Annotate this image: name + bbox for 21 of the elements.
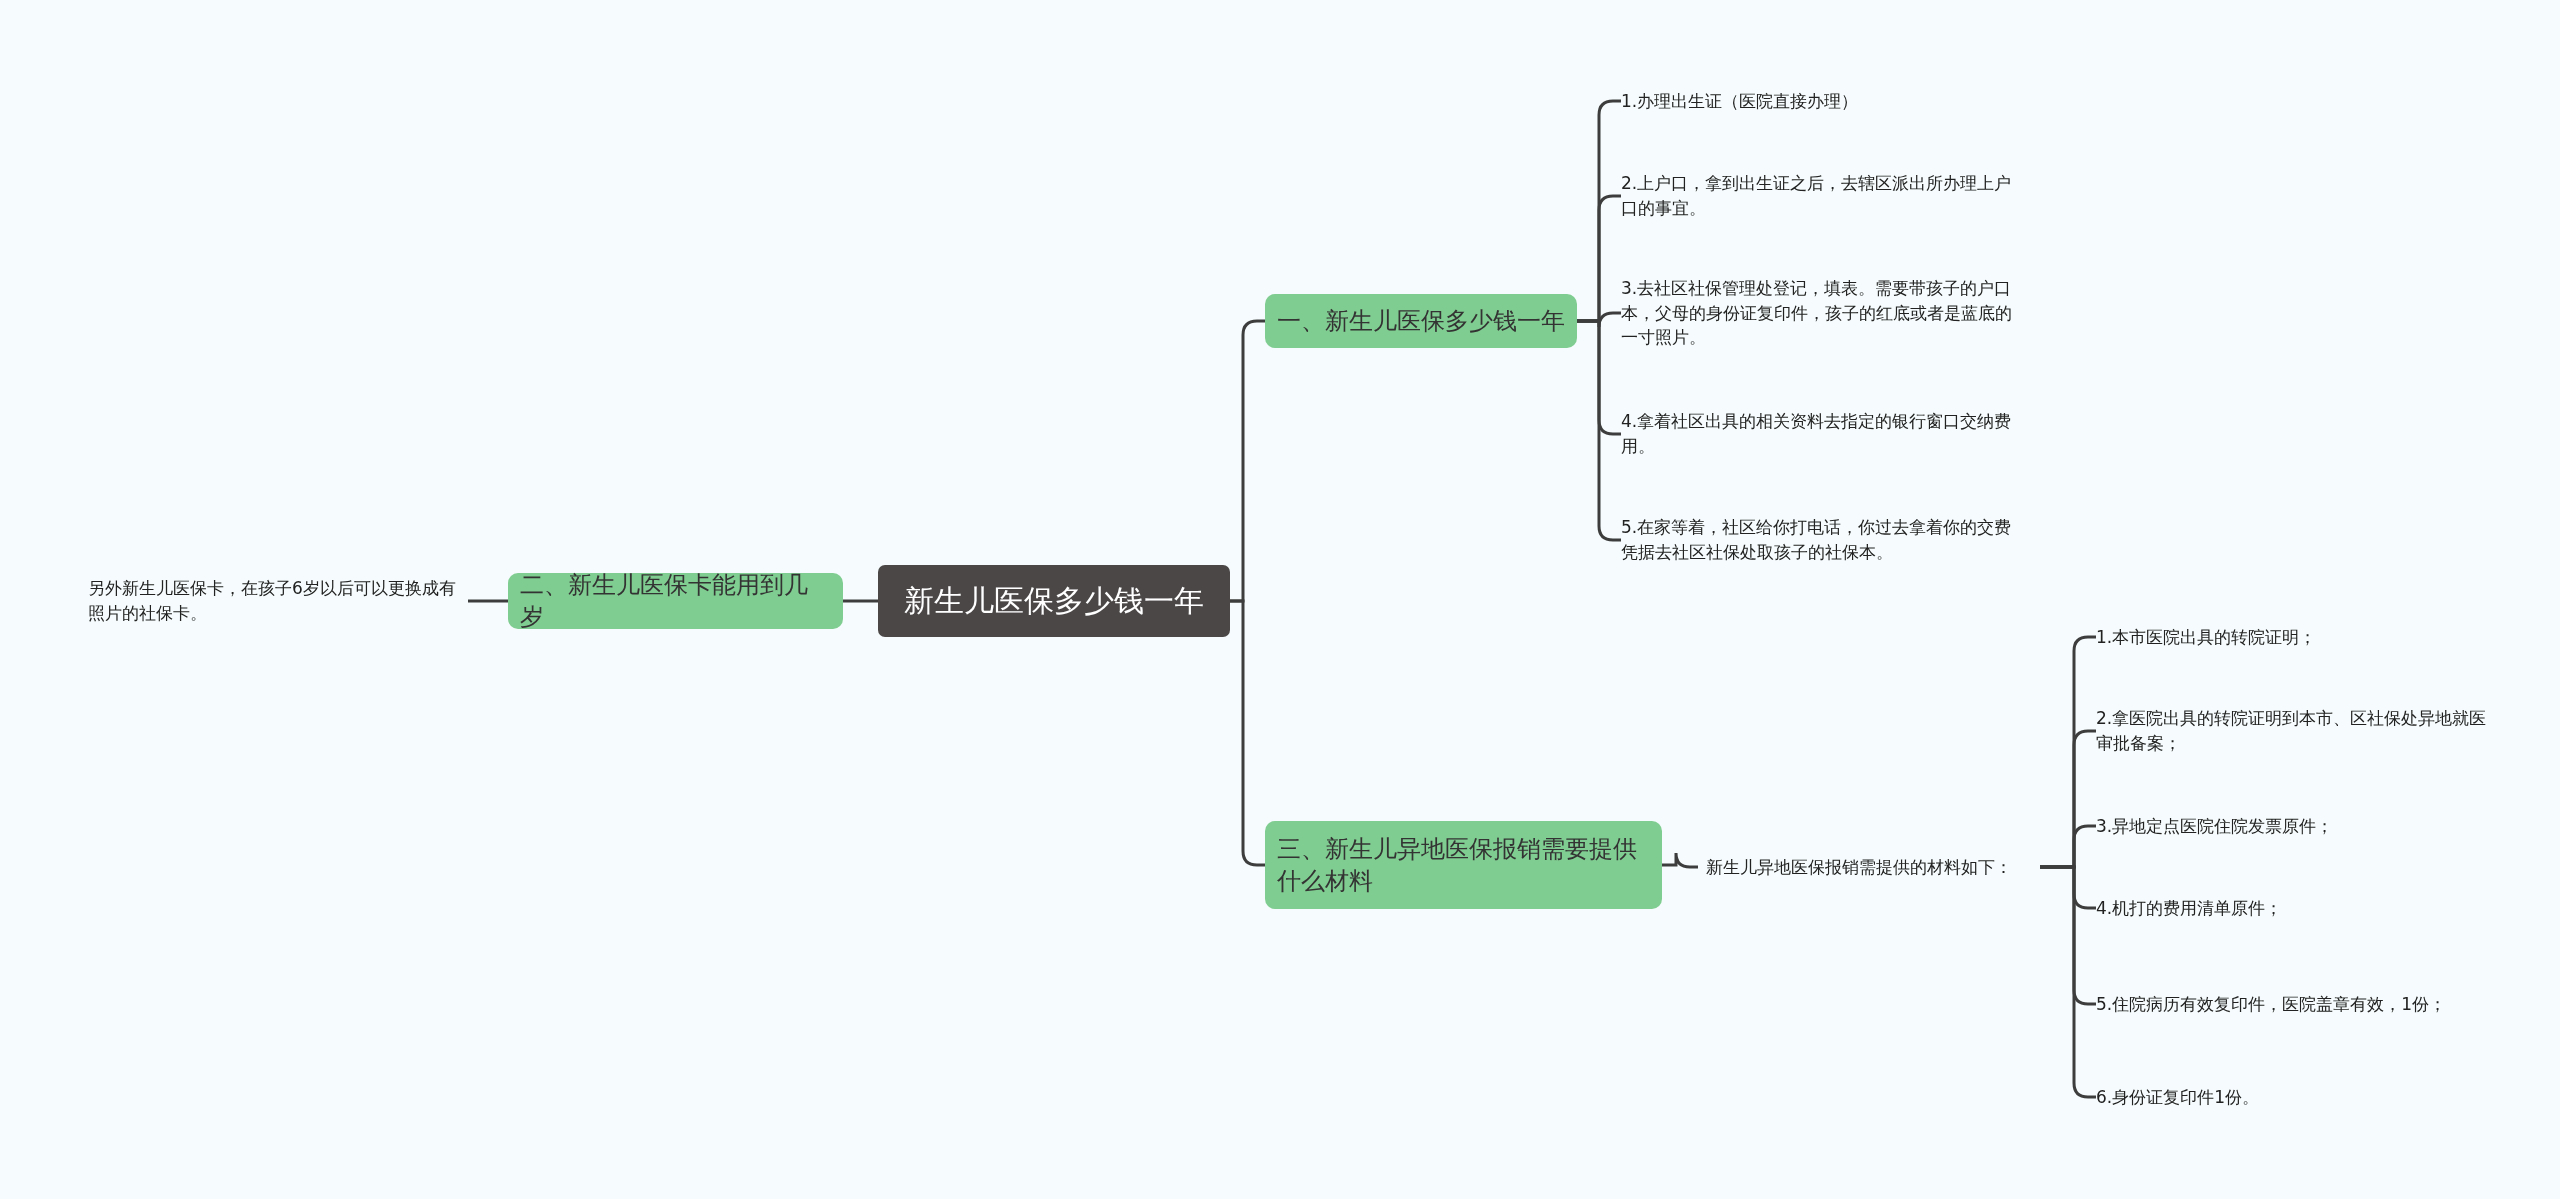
note-text: 3.异地定点医院住院发票原件； <box>2096 804 2496 848</box>
note-text: 4.拿着社区出具的相关资料去指定的银行窗口交纳费用。 <box>1621 404 2021 464</box>
note-text: 2.上户口，拿到出生证之后，去辖区派出所办理上户口的事宜。 <box>1621 166 2021 226</box>
central-topic-box: 新生儿医保多少钱一年 <box>878 565 1230 637</box>
note-text: 1.本市医院出具的转院证明； <box>2096 615 2496 659</box>
connector-line <box>1662 851 1698 869</box>
connector-line <box>1230 599 1265 867</box>
connector-line <box>843 599 878 603</box>
topic-box: 一、新生儿医保多少钱一年 <box>1265 294 1577 348</box>
note-text: 新生儿异地医保报销需提供的材料如下： <box>1706 845 2046 889</box>
note-text: 5.住院病历有效复印件，医院盖章有效，1份； <box>2096 974 2496 1034</box>
note-text: 1.办理出生证（医院直接办理） <box>1621 76 2021 126</box>
note-text: 6.身份证复印件1份。 <box>2096 1075 2496 1119</box>
note-text: 2.拿医院出具的转院证明到本市、区社保处异地就医审批备案； <box>2096 701 2496 761</box>
note-text: 5.在家等着，社区给你打电话，你过去拿着你的交费凭据去社区社保处取孩子的社保本。 <box>1621 510 2021 570</box>
note-text: 另外新生儿医保卡，在孩子6岁以后可以更换成有照片的社保卡。 <box>88 571 468 631</box>
topic-box: 三、新生儿异地医保报销需要提供什么材料 <box>1265 821 1662 909</box>
note-text: 4.机打的费用清单原件； <box>2096 886 2496 930</box>
topic-box: 二、新生儿医保卡能用到几岁 <box>508 573 843 629</box>
note-text: 3.去社区社保管理处登记，填表。需要带孩子的户口本，父母的身份证复印件，孩子的红底或者是蓝底的一寸照片。 <box>1621 268 2021 358</box>
connector-line <box>468 599 508 603</box>
